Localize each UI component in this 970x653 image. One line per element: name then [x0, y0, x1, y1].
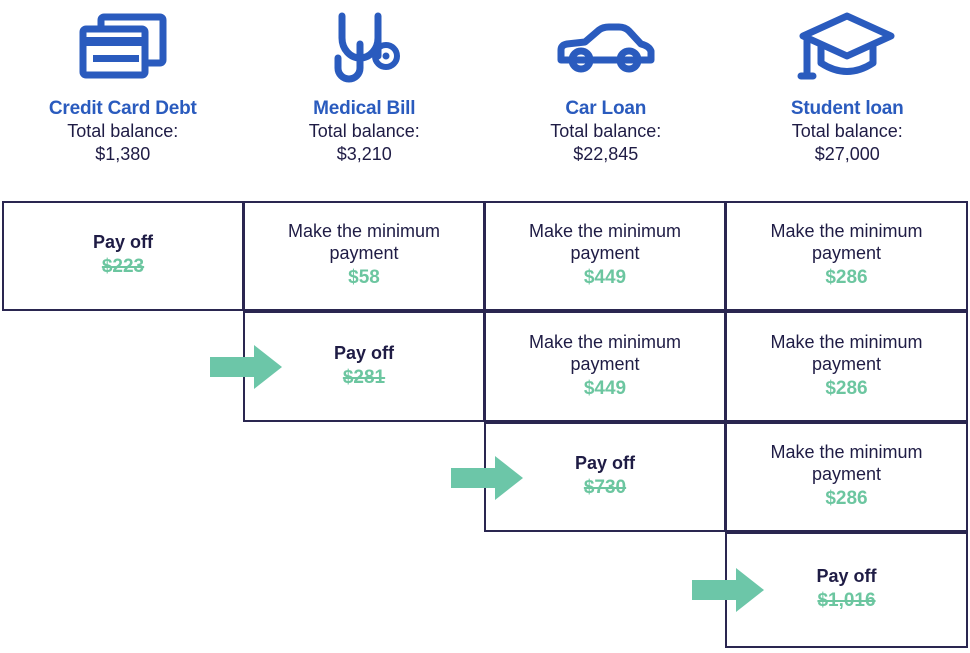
- debt-balance-value: $27,000: [814, 144, 880, 165]
- cell-action: Pay off: [333, 342, 394, 363]
- snowball-arrow: [451, 456, 523, 500]
- schedule-cell: Make the minimum payment $449: [484, 201, 726, 311]
- cell-amount: $449: [583, 377, 627, 399]
- cell-action: Make the minimum payment: [770, 221, 923, 264]
- cell-amount: $286: [825, 377, 868, 399]
- snowball-arrow: [210, 345, 282, 389]
- cell-amount: $449: [583, 267, 627, 289]
- cell-action: Make the minimum payment: [528, 331, 682, 374]
- cell-amount: $1,016: [817, 590, 876, 612]
- debt-header-row: Credit Card Debt Total balance: $1,380: [2, 0, 968, 198]
- cell-action: Pay off: [92, 232, 153, 253]
- debt-header-student-loan: Student loan Total balance: $27,000: [727, 0, 969, 198]
- schedule-cell: Make the minimum payment $286: [725, 201, 968, 311]
- cell-action: Pay off: [574, 453, 635, 474]
- debt-name: Medical Bill: [313, 98, 416, 119]
- car-icon: [551, 0, 661, 98]
- cell-action: Make the minimum payment: [770, 331, 923, 374]
- debt-balance-value: $22,845: [573, 144, 639, 165]
- debt-balance-value: $1,380: [95, 144, 151, 165]
- cell-amount: $286: [825, 488, 868, 510]
- schedule-cell: Pay off $730: [484, 422, 726, 532]
- schedule-cell: Make the minimum payment $449: [484, 311, 726, 422]
- debt-balance-label: Total balance:: [550, 121, 662, 142]
- schedule-cell: Pay off $281: [243, 311, 485, 422]
- debt-header-medical-bill: Medical Bill Total balance: $3,210: [244, 0, 486, 198]
- credit-card-icon: [75, 0, 171, 98]
- debt-balance-value: $3,210: [336, 144, 392, 165]
- debt-balance-label: Total balance:: [67, 121, 179, 142]
- snowball-arrow: [692, 568, 764, 612]
- payment-schedule-matrix: Pay off $223 Make the minimum payment $5…: [0, 201, 970, 653]
- debt-name: Student loan: [790, 98, 904, 119]
- cell-amount: $223: [101, 256, 145, 278]
- cell-action: Make the minimum payment: [770, 442, 923, 485]
- schedule-cell: Make the minimum payment $58: [243, 201, 485, 311]
- debt-header-car-loan: Car Loan Total balance: $22,845: [485, 0, 727, 198]
- cell-action: Make the minimum payment: [287, 221, 441, 264]
- schedule-cell: Make the minimum payment $286: [725, 422, 968, 532]
- cell-action: Make the minimum payment: [528, 221, 682, 264]
- debt-balance-label: Total balance:: [791, 121, 903, 142]
- debt-name: Car Loan: [565, 98, 647, 119]
- debt-header-credit-card: Credit Card Debt Total balance: $1,380: [2, 0, 244, 198]
- cell-amount: $730: [583, 477, 627, 499]
- cell-amount: $281: [342, 366, 386, 388]
- schedule-cell: Pay off $223: [2, 201, 244, 311]
- stethoscope-icon: [316, 0, 412, 98]
- graduation-cap-icon: [797, 0, 897, 98]
- debt-balance-label: Total balance:: [308, 121, 420, 142]
- cell-amount: $58: [348, 267, 380, 289]
- cell-action: Pay off: [816, 566, 877, 587]
- debt-name: Credit Card Debt: [48, 98, 197, 119]
- schedule-cell: Pay off $1,016: [725, 532, 968, 648]
- cell-amount: $286: [825, 267, 868, 289]
- schedule-cell: Make the minimum payment $286: [725, 311, 968, 422]
